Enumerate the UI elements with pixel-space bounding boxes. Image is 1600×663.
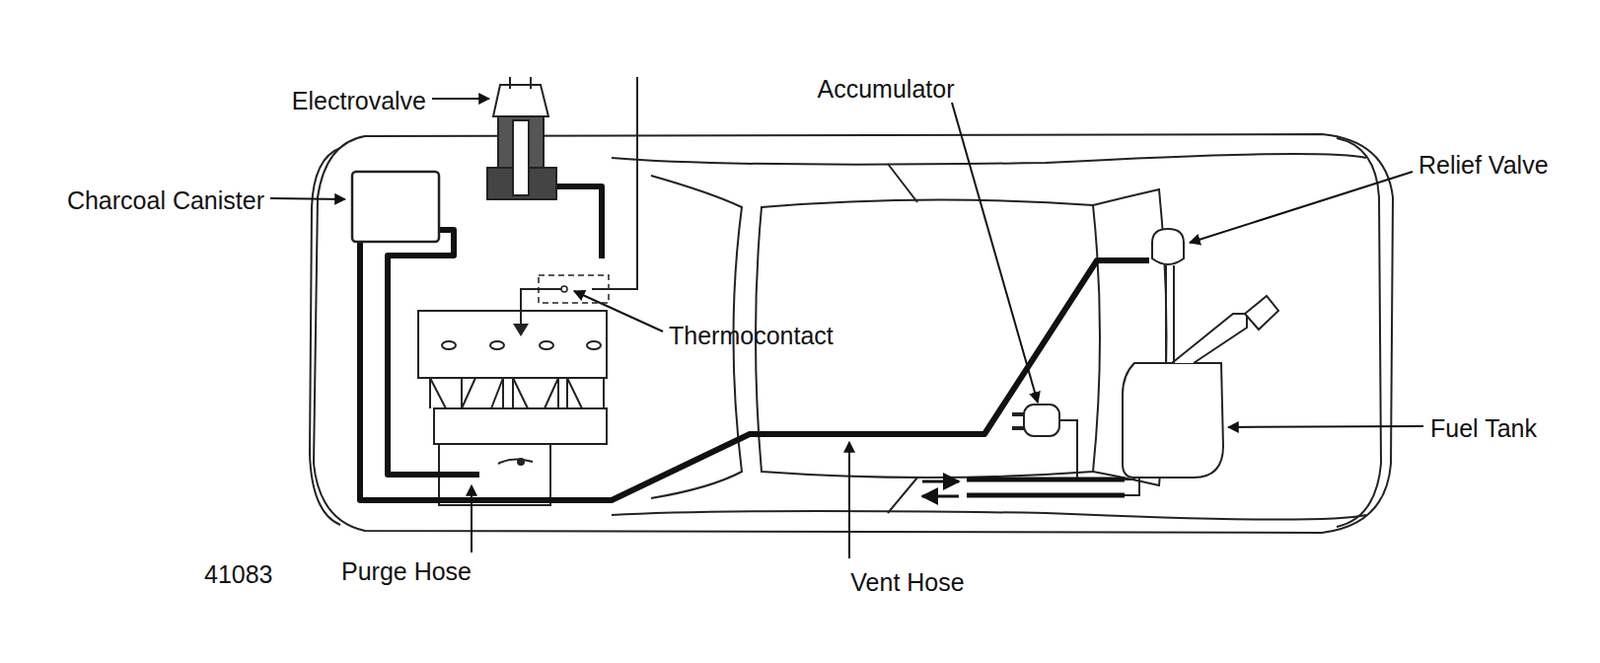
charcoal-canister [352,171,439,242]
body-side-line [611,510,1367,520]
valve-cap [493,84,549,117]
leader-line [470,485,473,553]
part-label: 41083 [204,562,274,587]
leader-line [270,198,346,200]
car-body [309,134,1393,533]
filler-cap [1244,295,1279,330]
part-label: Charcoal Canister [67,188,265,214]
accumulator-port [1012,414,1024,429]
valve-plunger [512,120,529,196]
spark-plug [490,341,505,350]
flow-arrow [922,495,959,499]
body-outline [313,134,1393,533]
body-side-line [611,153,1367,165]
thermocontact-wire [520,289,565,326]
electrovalve-symbol [487,76,557,200]
throttle-link [498,458,533,464]
vent-hose [360,241,1150,501]
valve-cover [418,310,607,378]
part-label: Electrovalve [291,88,427,114]
leader-line [574,290,663,332]
leader-line [432,97,490,100]
door-line [887,163,918,513]
relief-valve [1152,228,1184,265]
fuel-tank-symbol [1122,228,1279,478]
hoses [360,186,1150,501]
flow-arrow [922,480,959,484]
intake-plenum [434,408,607,444]
intake-runners [430,377,582,409]
part-label: Thermocontact [668,323,834,349]
front-bumper [309,147,341,525]
intake-runners [430,377,604,409]
thermocontact-arrow [512,323,529,337]
part-label: Accumulator [817,76,955,102]
leader-line [848,441,851,559]
part-label: Relief Valve [1418,152,1549,178]
part-label: Purge Hose [341,559,472,584]
part-label: Vent Hose [850,570,964,595]
leader-line [1228,426,1424,428]
spark-plug [441,341,456,350]
rear-bumper [1336,138,1382,527]
fuel-lines [966,479,1125,496]
accumulator-symbol [1012,404,1078,478]
fuel-tank [1122,363,1224,478]
thermocontact-contact [561,286,568,292]
leader-line [951,102,1038,403]
spark-plug [586,341,601,350]
part-label: Fuel Tank [1430,416,1537,441]
accumulator-body [1023,404,1060,437]
thermocontact-wire [591,76,638,290]
leader-line [1189,171,1413,243]
throttle-pivot [517,458,524,465]
accumulator-line [1059,420,1078,478]
purge-hose [387,229,480,475]
relief-line [1165,265,1174,364]
filler-neck [1171,313,1247,364]
leader-lines [270,98,1424,559]
spark-plug [539,341,554,350]
valve-terminals [509,76,531,89]
